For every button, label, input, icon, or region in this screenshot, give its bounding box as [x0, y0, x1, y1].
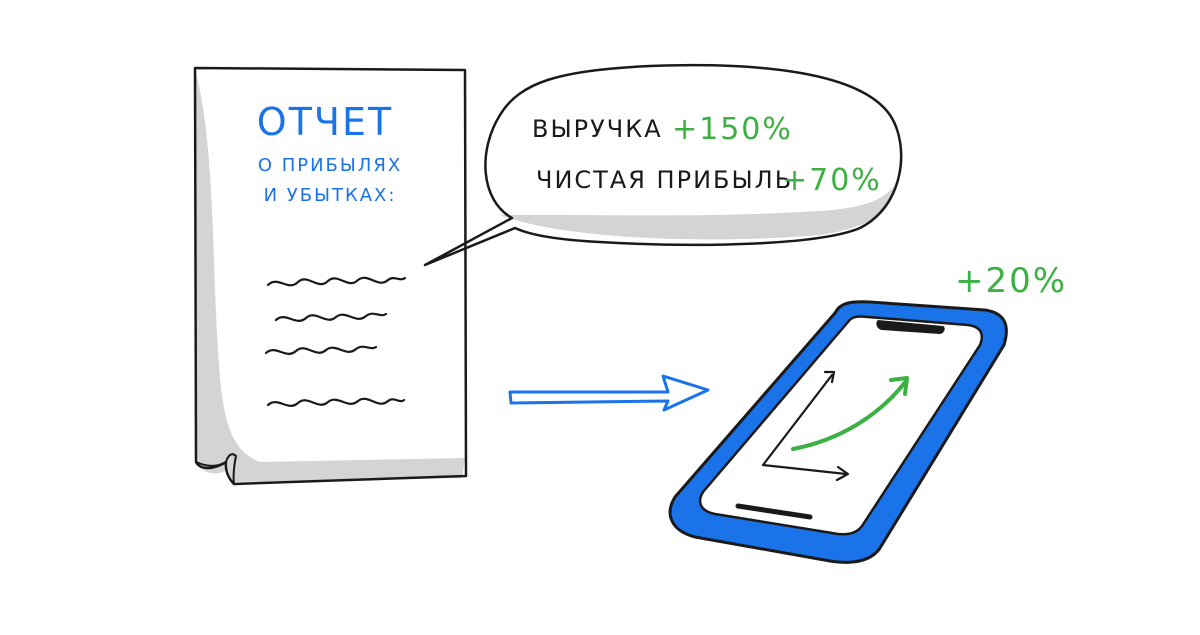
squiggle-line — [274, 312, 388, 322]
document-curl — [195, 453, 238, 485]
phone-home-bar — [735, 503, 813, 520]
phone-notch — [876, 320, 945, 334]
speech-bubble-shadow — [500, 185, 895, 240]
report-document: ОТЧЕТ О ПРИБЫЛЯХ И УБЫТКАХ: — [193, 66, 468, 486]
document-shadow — [195, 72, 465, 482]
document-subtitle-line2: И УБЫТКАХ: — [264, 185, 397, 206]
growth-arrow-icon — [791, 376, 909, 451]
squiggle-line — [266, 397, 406, 407]
phone-growth-value: +20% — [955, 261, 1067, 301]
smartphone — [668, 300, 1008, 564]
document-subtitle-line1: О ПРИБЫЛЯХ — [258, 155, 402, 176]
speech-bubble-outline — [423, 63, 903, 267]
net-profit-label: ЧИСТАЯ ПРИБЫЛЬ — [536, 166, 793, 194]
document-text-lines — [264, 276, 407, 407]
phone-screen — [698, 315, 984, 536]
net-profit-value: +70% — [782, 163, 882, 198]
document-title: ОТЧЕТ — [257, 100, 393, 144]
revenue-value: +150% — [672, 112, 793, 147]
arrow-right-icon — [508, 374, 710, 412]
mini-chart-axes — [761, 370, 850, 482]
squiggle-line — [264, 345, 378, 355]
squiggle-line — [266, 276, 407, 287]
speech-bubble: ВЫРУЧКА +150% ЧИСТАЯ ПРИБЫЛЬ +70% — [423, 63, 903, 267]
revenue-label: ВЫРУЧКА — [532, 115, 663, 143]
